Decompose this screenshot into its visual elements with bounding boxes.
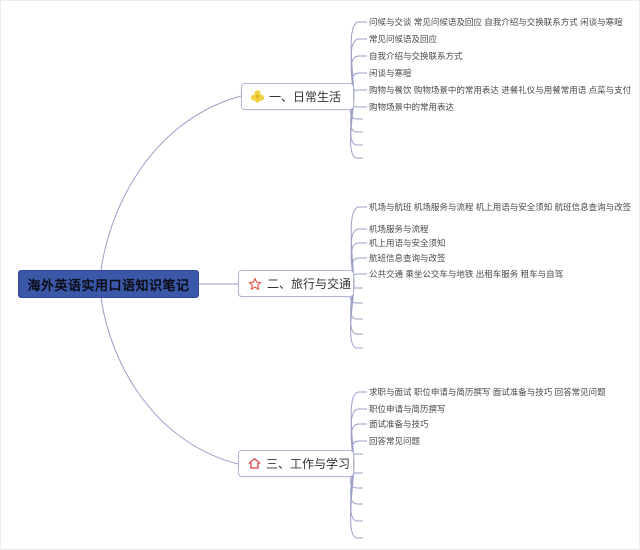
subtopic-text[interactable]: 求职与面试 职位申请与简历撰写 面试准备与技巧 回答常见问题 <box>369 387 606 397</box>
subtopic-text[interactable]: 常见问候语及回应 <box>369 34 438 44</box>
subtopic-text[interactable]: 回答常见问题 <box>369 436 421 446</box>
subtopic-text[interactable]: 职位申请与简历撰写 <box>369 404 446 414</box>
branch-node-travel[interactable]: 二、旅行与交通 <box>238 270 354 297</box>
subtopic-text[interactable]: 面试准备与技巧 <box>369 419 429 429</box>
flower-icon <box>251 90 264 103</box>
subtopic-text[interactable]: 机场与航班 机场服务与流程 机上用语与安全须知 航班信息查询与改签 <box>369 202 632 212</box>
branch-label: 一、日常生活 <box>269 90 342 104</box>
subtopic-text[interactable]: 机场服务与流程 <box>369 224 429 234</box>
branch-node-work-study[interactable]: 三、工作与学习 <box>238 450 354 477</box>
root-title: 海外英语实用口语知识笔记 <box>27 277 190 293</box>
root-node[interactable]: 海外英语实用口语知识笔记 <box>18 270 199 298</box>
subtopic-text[interactable]: 购物场景中的常用表达 <box>369 102 455 112</box>
branch-label: 三、工作与学习 <box>266 457 351 471</box>
connector-root-to-branch1 <box>100 95 242 271</box>
subtopic-text[interactable]: 自我介绍与交换联系方式 <box>369 51 463 61</box>
subtopic-text[interactable]: 闲谈与寒暄 <box>369 68 412 78</box>
branch-node-daily-life[interactable]: 一、日常生活 <box>241 83 354 110</box>
star-icon <box>248 277 262 291</box>
home-icon <box>248 457 261 470</box>
subtopic-text[interactable]: 问候与交谈 常见问候语及回应 自我介绍与交换联系方式 闲谈与寒暄 <box>369 17 623 27</box>
connector-root-to-branch3 <box>100 297 239 465</box>
branch-label: 二、旅行与交通 <box>267 277 352 291</box>
subtopic-text[interactable]: 机上用语与安全须知 <box>369 238 446 248</box>
subtopic-text[interactable]: 公共交通 乘坐公交车与地铁 出租车服务 租车与自驾 <box>369 269 564 279</box>
subtopic-text[interactable]: 购物与餐饮 购物场景中的常用表达 进餐礼仪与用餐常用语 点菜与支付 <box>369 85 632 95</box>
subtopic-text[interactable]: 航班信息查询与改签 <box>369 253 446 263</box>
